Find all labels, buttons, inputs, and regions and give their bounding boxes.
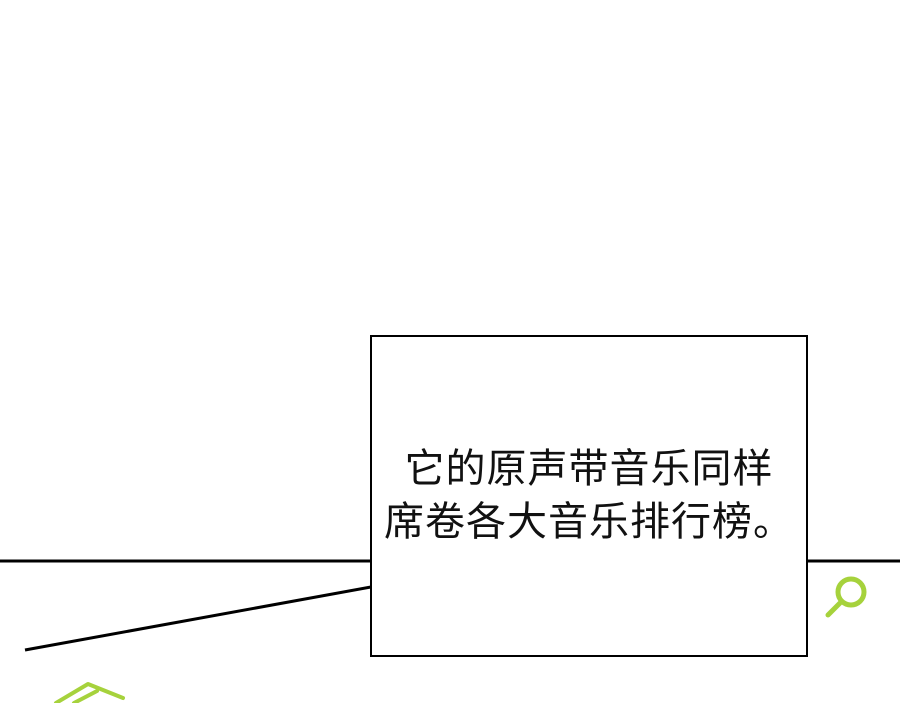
diagonal-line [24,583,383,652]
caption-line-1: 它的原声带音乐同样 [404,446,774,492]
caption-line-2: 席卷各大音乐排行榜。 [384,499,794,545]
caption-box: 它的原声带音乐同样 席卷各大音乐排行榜。 [370,335,808,657]
